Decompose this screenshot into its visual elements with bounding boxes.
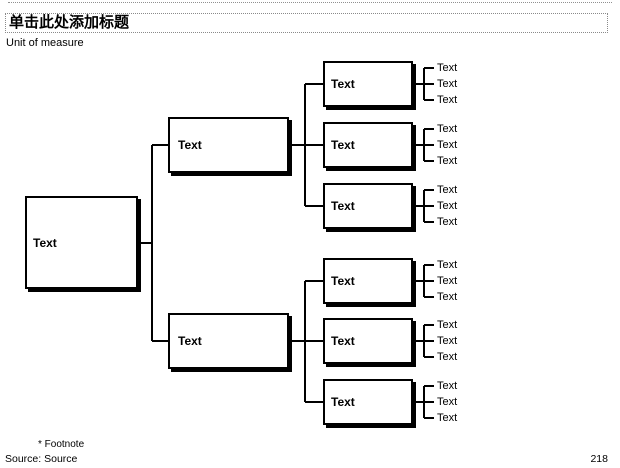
slide-title: 单击此处添加标题 — [9, 14, 130, 31]
leaf-label[interactable]: Text — [437, 380, 458, 392]
leaf-label[interactable]: Text — [437, 259, 458, 271]
tree-level3-node-3[interactable]: Text — [323, 183, 413, 229]
leaf-label[interactable]: Text — [437, 200, 458, 212]
tree-level3-node-1[interactable]: Text — [323, 61, 413, 107]
leaf-label[interactable]: Text — [437, 319, 458, 331]
node-label: Text — [331, 274, 355, 288]
node-label: Text — [331, 199, 355, 213]
leaf-label[interactable]: Text — [437, 351, 458, 363]
tree-level3-node-5[interactable]: Text — [323, 318, 413, 364]
leaf-label[interactable]: Text — [437, 139, 458, 151]
unit-of-measure-label: Unit of measure — [6, 37, 84, 49]
tree-root-node[interactable]: Text — [25, 196, 138, 289]
node-label: Text — [331, 77, 355, 91]
leaf-label[interactable]: Text — [437, 94, 458, 106]
tree-level3-node-6[interactable]: Text — [323, 379, 413, 425]
node-label: Text — [331, 138, 355, 152]
top-divider — [8, 2, 612, 3]
leaf-label[interactable]: Text — [437, 155, 458, 167]
title-placeholder[interactable]: 单击此处添加标题 — [5, 13, 608, 33]
leaf-label[interactable]: Text — [437, 396, 458, 408]
leaf-label[interactable]: Text — [437, 184, 458, 196]
tree-level3-node-4[interactable]: Text — [323, 258, 413, 304]
leaf-label[interactable]: Text — [437, 62, 458, 74]
leaf-label[interactable]: Text — [437, 123, 458, 135]
source-text: Source: Source — [5, 453, 78, 465]
footnote-text: * Footnote — [38, 439, 85, 450]
leaf-label[interactable]: Text — [437, 78, 458, 90]
node-label: Text — [331, 334, 355, 348]
node-label: Text — [33, 235, 57, 250]
tree-level2-node-1[interactable]: Text — [168, 117, 289, 173]
leaf-label[interactable]: Text — [437, 291, 458, 303]
node-label: Text — [178, 138, 202, 152]
tree-level2-node-2[interactable]: Text — [168, 313, 289, 369]
tree-level3-node-2[interactable]: Text — [323, 122, 413, 168]
leaf-label[interactable]: Text — [437, 216, 458, 228]
leaf-label[interactable]: Text — [437, 412, 458, 424]
leaf-label[interactable]: Text — [437, 275, 458, 287]
leaf-label[interactable]: Text — [437, 335, 458, 347]
node-label: Text — [331, 395, 355, 409]
node-label: Text — [178, 334, 202, 348]
page-number: 218 — [590, 453, 608, 465]
